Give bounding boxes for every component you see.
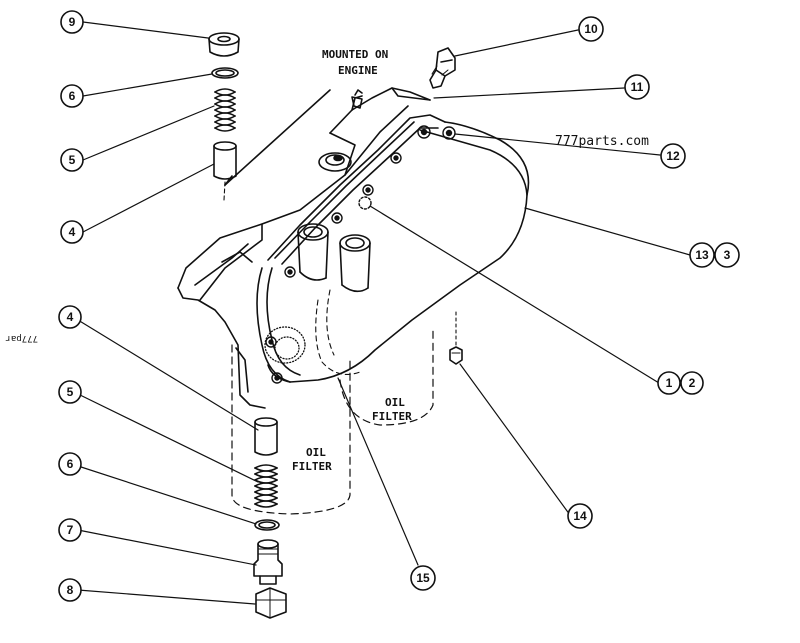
callout-3[interactable]: 3 bbox=[714, 242, 740, 268]
callout-6-lower[interactable]: 6 bbox=[58, 452, 82, 476]
callout-13[interactable]: 13 bbox=[689, 242, 715, 268]
svg-text:5: 5 bbox=[67, 385, 74, 399]
leader-lines bbox=[77, 21, 691, 605]
callout-2[interactable]: 2 bbox=[680, 371, 704, 395]
callout-5-upper[interactable]: 5 bbox=[60, 148, 84, 172]
callout-5-lower[interactable]: 5 bbox=[58, 380, 82, 404]
lower-valve-stack bbox=[253, 417, 287, 619]
svg-text:5: 5 bbox=[69, 153, 76, 167]
callout-9[interactable]: 9 bbox=[60, 10, 84, 34]
fitting-10 bbox=[429, 47, 456, 89]
svg-text:8: 8 bbox=[67, 583, 74, 597]
callout-10[interactable]: 10 bbox=[578, 16, 604, 42]
callout-7[interactable]: 7 bbox=[58, 518, 82, 542]
callout-4-upper[interactable]: 4 bbox=[60, 220, 84, 244]
callout-4-lower[interactable]: 4 bbox=[58, 305, 82, 329]
svg-text:14: 14 bbox=[573, 509, 587, 523]
callout-15[interactable]: 15 bbox=[410, 565, 436, 591]
watermark-rotated: 777par bbox=[5, 333, 38, 343]
callout-6-upper[interactable]: 6 bbox=[60, 84, 84, 108]
plug-14 bbox=[449, 311, 463, 365]
svg-text:2: 2 bbox=[689, 376, 696, 390]
upper-valve-stack bbox=[208, 32, 240, 201]
svg-text:4: 4 bbox=[67, 310, 74, 324]
label-filter-left: FILTER bbox=[292, 460, 332, 473]
callout-12[interactable]: 12 bbox=[660, 143, 686, 169]
watermark-text: 777parts.com bbox=[555, 134, 649, 149]
callouts: 9 6 5 4 4 5 6 7 bbox=[58, 10, 740, 602]
label-oil-left: OIL bbox=[306, 446, 326, 459]
callout-8[interactable]: 8 bbox=[58, 578, 82, 602]
svg-text:1: 1 bbox=[666, 376, 673, 390]
label-filter-right: FILTER bbox=[372, 410, 412, 423]
svg-text:9: 9 bbox=[69, 15, 76, 29]
svg-text:6: 6 bbox=[67, 457, 74, 471]
callout-11[interactable]: 11 bbox=[624, 74, 650, 100]
label-mounted-on: MOUNTED ON bbox=[322, 48, 388, 61]
filter-base-bracket bbox=[177, 87, 431, 409]
oil-filter-left bbox=[231, 344, 351, 515]
tube-outlets bbox=[297, 223, 371, 293]
svg-text:15: 15 bbox=[416, 571, 430, 585]
callout-14[interactable]: 14 bbox=[567, 503, 593, 529]
svg-text:10: 10 bbox=[584, 22, 598, 36]
flange-bolts bbox=[265, 125, 456, 384]
svg-text:3: 3 bbox=[724, 248, 731, 262]
oil-filter-right bbox=[339, 329, 434, 426]
svg-text:11: 11 bbox=[631, 80, 644, 94]
svg-text:4: 4 bbox=[69, 225, 76, 239]
svg-text:7: 7 bbox=[67, 523, 74, 537]
callout-1[interactable]: 1 bbox=[657, 371, 681, 395]
svg-text:6: 6 bbox=[69, 89, 76, 103]
svg-text:13: 13 bbox=[695, 248, 709, 262]
stud-fitting bbox=[351, 89, 363, 109]
label-engine: ENGINE bbox=[338, 64, 378, 77]
label-oil-right: OIL bbox=[385, 396, 405, 409]
svg-text:12: 12 bbox=[666, 149, 680, 163]
